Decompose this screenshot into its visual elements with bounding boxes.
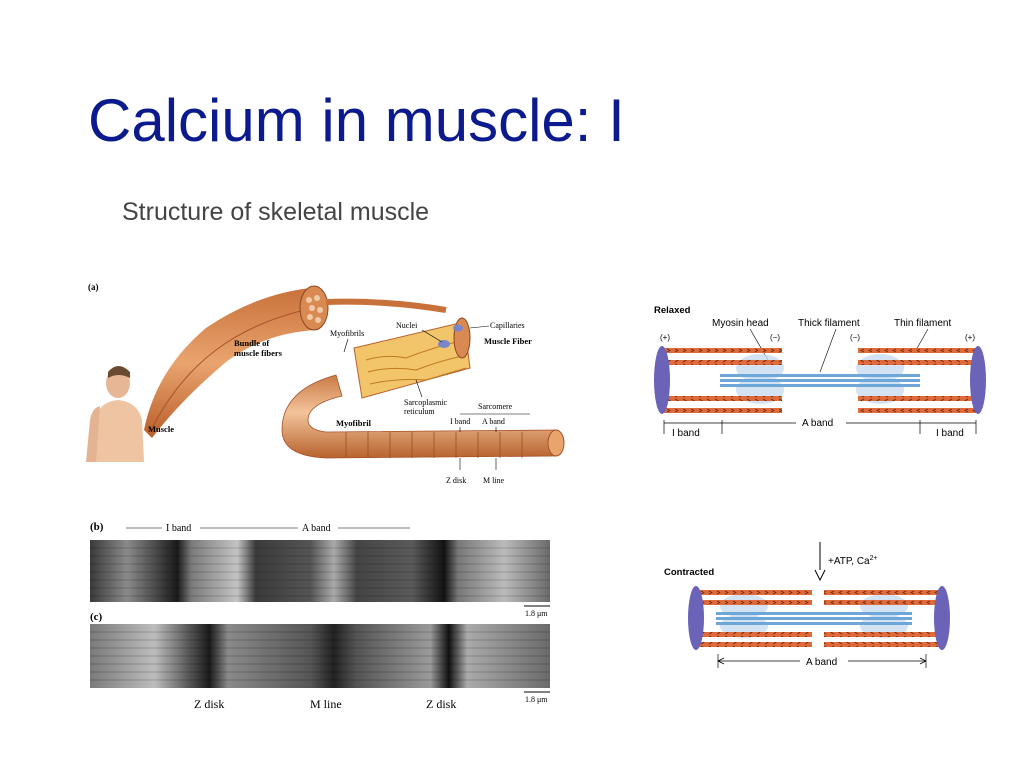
micrograph-c-z-disk-right: Z disk: [426, 697, 456, 711]
micrograph-c: (c) Z disk M line Z disk 1.8 μm: [90, 611, 550, 711]
label-capillaries: Capillaries: [490, 321, 525, 330]
label-z-disk: Z disk: [446, 476, 466, 485]
contraction-trigger: +ATP, Ca2+: [828, 555, 878, 567]
relaxed-a-band: A band: [802, 418, 833, 429]
relaxed-myosin-head-label: Myosin head: [712, 318, 769, 329]
label-i-band: I band: [450, 417, 470, 426]
label-bundle-2: muscle fibers: [234, 348, 283, 358]
panel-b-label: (b): [90, 521, 104, 533]
label-nuclei: Nuclei: [396, 321, 418, 330]
micrograph-b-i-band: I band: [166, 523, 191, 534]
micrograph-c-z-disk-left: Z disk: [194, 697, 224, 711]
label-sr-1: Sarcoplasmic: [404, 398, 448, 407]
micrograph-b: (b) I band A band 1.8 μm: [90, 521, 550, 618]
relaxed-state-label: Relaxed: [654, 305, 691, 316]
relaxed-i-band-right: I band: [936, 428, 964, 439]
panel-c-label: (c): [90, 611, 103, 623]
label-bundle-1: Bundle of: [234, 338, 269, 348]
label-muscle-fiber: Muscle Fiber: [484, 336, 532, 346]
muscle-fiber: [353, 321, 471, 399]
contracted-z-disk-left: [688, 586, 704, 650]
contracted-state-label: Contracted: [664, 567, 714, 578]
micrograph-c-m-line: M line: [310, 697, 342, 711]
micrograph-b-scale: 1.8 μm: [525, 609, 548, 618]
label-myofibril: Myofibril: [336, 418, 372, 428]
contracted-sarcomere-diagram: +ATP, Ca2+ Contracted A band: [664, 542, 950, 668]
contracted-thin-filaments: [696, 590, 940, 647]
relaxed-thin-filament-label: Thin filament: [894, 318, 951, 329]
relaxed-i-band-left: I band: [672, 428, 700, 439]
panel-a-label: (a): [88, 282, 99, 292]
micrograph-c-image: [90, 624, 550, 688]
relaxed-thick-filament-label: Thick filament: [798, 318, 860, 329]
slide-subtitle: Structure of skeletal muscle: [122, 198, 430, 226]
label-sr-2: reticulum: [404, 407, 435, 416]
label-muscle: Muscle: [148, 424, 174, 434]
muscle-anatomy-illustration: (a) Muscle Bundle of muscle fibers Myofi…: [86, 282, 565, 485]
relaxed-z-disk-left: [654, 346, 670, 414]
micrograph-b-a-band: A band: [302, 523, 331, 534]
relaxed-plus-left: (+): [660, 333, 670, 342]
muscle-belly: [144, 288, 318, 438]
contracted-z-disk-right: [934, 586, 950, 650]
myofibril-curl: [281, 374, 557, 459]
slide-title: Calcium in muscle: I: [88, 87, 625, 154]
relaxed-minus-left: (−): [770, 333, 780, 342]
label-myofibrils: Myofibrils: [330, 329, 364, 338]
relaxed-sarcomere-diagram: Relaxed Myosin head Thick filament Thin …: [654, 305, 986, 439]
micrograph-b-image: [90, 540, 550, 602]
label-sarcomere: Sarcomere: [478, 402, 513, 411]
contracted-a-band: A band: [806, 657, 837, 668]
relaxed-thin-filaments: [662, 348, 978, 413]
human-figure: [86, 366, 144, 462]
micrograph-c-scale: 1.8 μm: [525, 695, 548, 704]
relaxed-minus-right: (−): [850, 333, 860, 342]
relaxed-plus-right: (+): [965, 333, 975, 342]
label-m-line: M line: [483, 476, 505, 485]
relaxed-z-disk-right: [970, 346, 986, 414]
label-a-band: A band: [482, 417, 505, 426]
